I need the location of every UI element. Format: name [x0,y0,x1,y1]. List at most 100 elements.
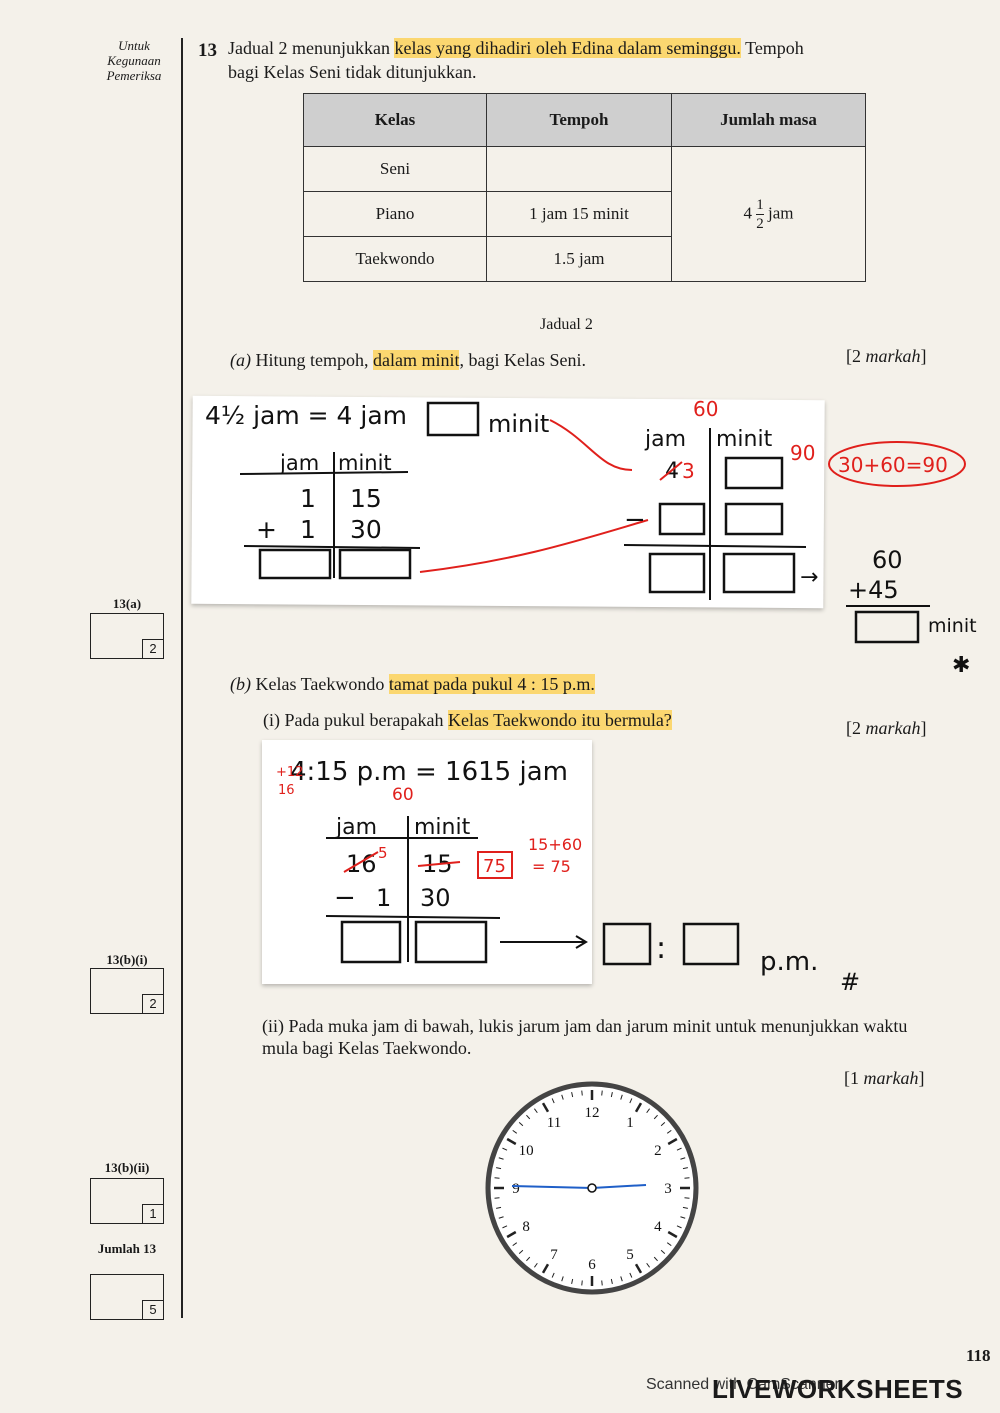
col-jam-label: jam [279,451,319,475]
clock-tick [496,1206,502,1209]
fraction-den: 2 [756,215,764,232]
examiner-line-2: Kegunaan [107,53,161,68]
red-arrow [549,419,633,471]
clock-tick [494,1197,500,1199]
table-header-row: Kelas Tempoh Jumlah masa [303,93,866,147]
struck-4: 4 [665,459,679,484]
clock-ticks [494,1090,690,1286]
jumlah-whole: 4 [743,202,753,222]
clock-tick [634,1263,643,1274]
clock-tick [502,1147,508,1151]
red-5: 5 [378,844,388,862]
answer-box[interactable] [658,502,706,536]
clock-tick [506,1230,517,1239]
red-calc-1: 15+60 [528,835,582,854]
arrow-right: → [800,565,818,590]
clock-tick [629,1098,633,1104]
side-45: +45 [848,576,899,604]
question-number: 13 [198,40,217,61]
clock-tick [646,1108,651,1114]
marks-word: markah [865,718,921,738]
score-box-total[interactable]: 5 [90,1274,164,1320]
clock-tick [676,1225,682,1229]
score-box[interactable]: 2 [90,613,164,659]
answer-box[interactable] [426,401,480,437]
clock-number: 12 [585,1105,600,1121]
clock-hand[interactable] [591,1184,647,1189]
intro-highlight: kelas yang dihadiri oleh Edina dalam sem… [394,38,741,58]
clock-tick [561,1094,564,1100]
clock-tick [502,1225,508,1229]
hour-answer-box[interactable] [602,922,652,966]
examiner-line-1: Untuk [118,38,150,53]
part-b-text-1: Kelas Taekwondo [255,674,385,694]
arrow-head [575,935,588,949]
part-b-question: (b) Kelas Taekwondo tamat pada pukul 4 :… [230,674,595,695]
score-box[interactable]: 2 [90,968,164,1014]
answer-box[interactable] [648,552,706,594]
r2-jam-b: 1 [376,884,391,912]
clock-number: 3 [664,1181,672,1197]
score-label-total: Jumlah 13 [97,1241,157,1256]
r1-jam-b: 16 [346,850,377,878]
red-plus12: +12 [276,765,303,780]
jadual-2-table: Kelas Tempoh Jumlah masa Seni 4 1 2 jam … [303,93,866,282]
score-max: 2 [142,639,164,659]
clock-tick [551,1272,555,1278]
clock-tick [666,1129,672,1134]
clock-tick [541,1263,550,1274]
part-a-text-1: Hitung tempoh, [255,350,369,370]
answer-box[interactable] [338,548,412,580]
red-box [477,851,513,879]
header-kelas: Kelas [303,93,487,147]
plus-sign: + [256,515,277,544]
header-jumlah: Jumlah masa [671,93,866,147]
time-sep: : [656,931,666,966]
scan-credit: Scanned with CamScanner [646,1376,840,1393]
red-90: 90 [790,441,815,465]
clock-number: 4 [654,1219,662,1235]
clock-tick [634,1102,643,1113]
clock-tick [653,1256,658,1262]
table-row: Taekwondo 1.5 jam [303,236,866,282]
answer-box[interactable] [414,920,488,964]
examiner-use-header: Untuk Kegunaan Pemeriksa [92,38,176,83]
r2-minit-b: 30 [420,884,451,912]
clock-tick [518,1249,524,1254]
time-suffix: p.m. [760,947,818,977]
answer-box[interactable] [724,456,784,490]
intro-line-2: bagi Kelas Seni tidak ditunjukkan. [228,62,477,82]
part-b-i-text-1: Pada pukul berapakah [284,710,444,730]
col-minit-label: minit [338,451,392,475]
work-a-line-right: minit [488,410,549,438]
clock-tick [526,1114,531,1120]
clock-tick [684,1177,690,1179]
clock-number: 10 [519,1143,534,1159]
minus-sign-b: − [334,883,356,913]
clock-tick [682,1206,688,1209]
answer-box[interactable] [724,502,784,536]
answer-box[interactable] [258,548,332,580]
minus-sign: − [624,505,646,535]
answer-box[interactable] [340,920,402,964]
score-box[interactable]: 1 [90,1178,164,1224]
part-b-i-highlight: Kelas Taekwondo itu bermula? [447,710,672,730]
clock-tick [680,1216,686,1219]
marks-num: [2 [846,718,861,738]
clock-hand[interactable] [511,1185,593,1189]
strike-mark [417,861,461,867]
clock-number: 9 [512,1181,520,1197]
intro-text-1: Jadual 2 menunjukkan [228,38,390,58]
minute-answer-box[interactable] [682,922,740,966]
answer-box[interactable] [722,552,796,594]
answer-box[interactable] [854,610,920,644]
red-16: 16 [278,783,295,798]
intro-text-2: Tempoh [745,38,804,58]
clock-tick [684,1197,690,1199]
part-b-i-label: (i) [263,710,280,730]
col-jam-b: jam [335,815,377,840]
table-rule [325,915,501,919]
red-3: 3 [682,459,695,483]
